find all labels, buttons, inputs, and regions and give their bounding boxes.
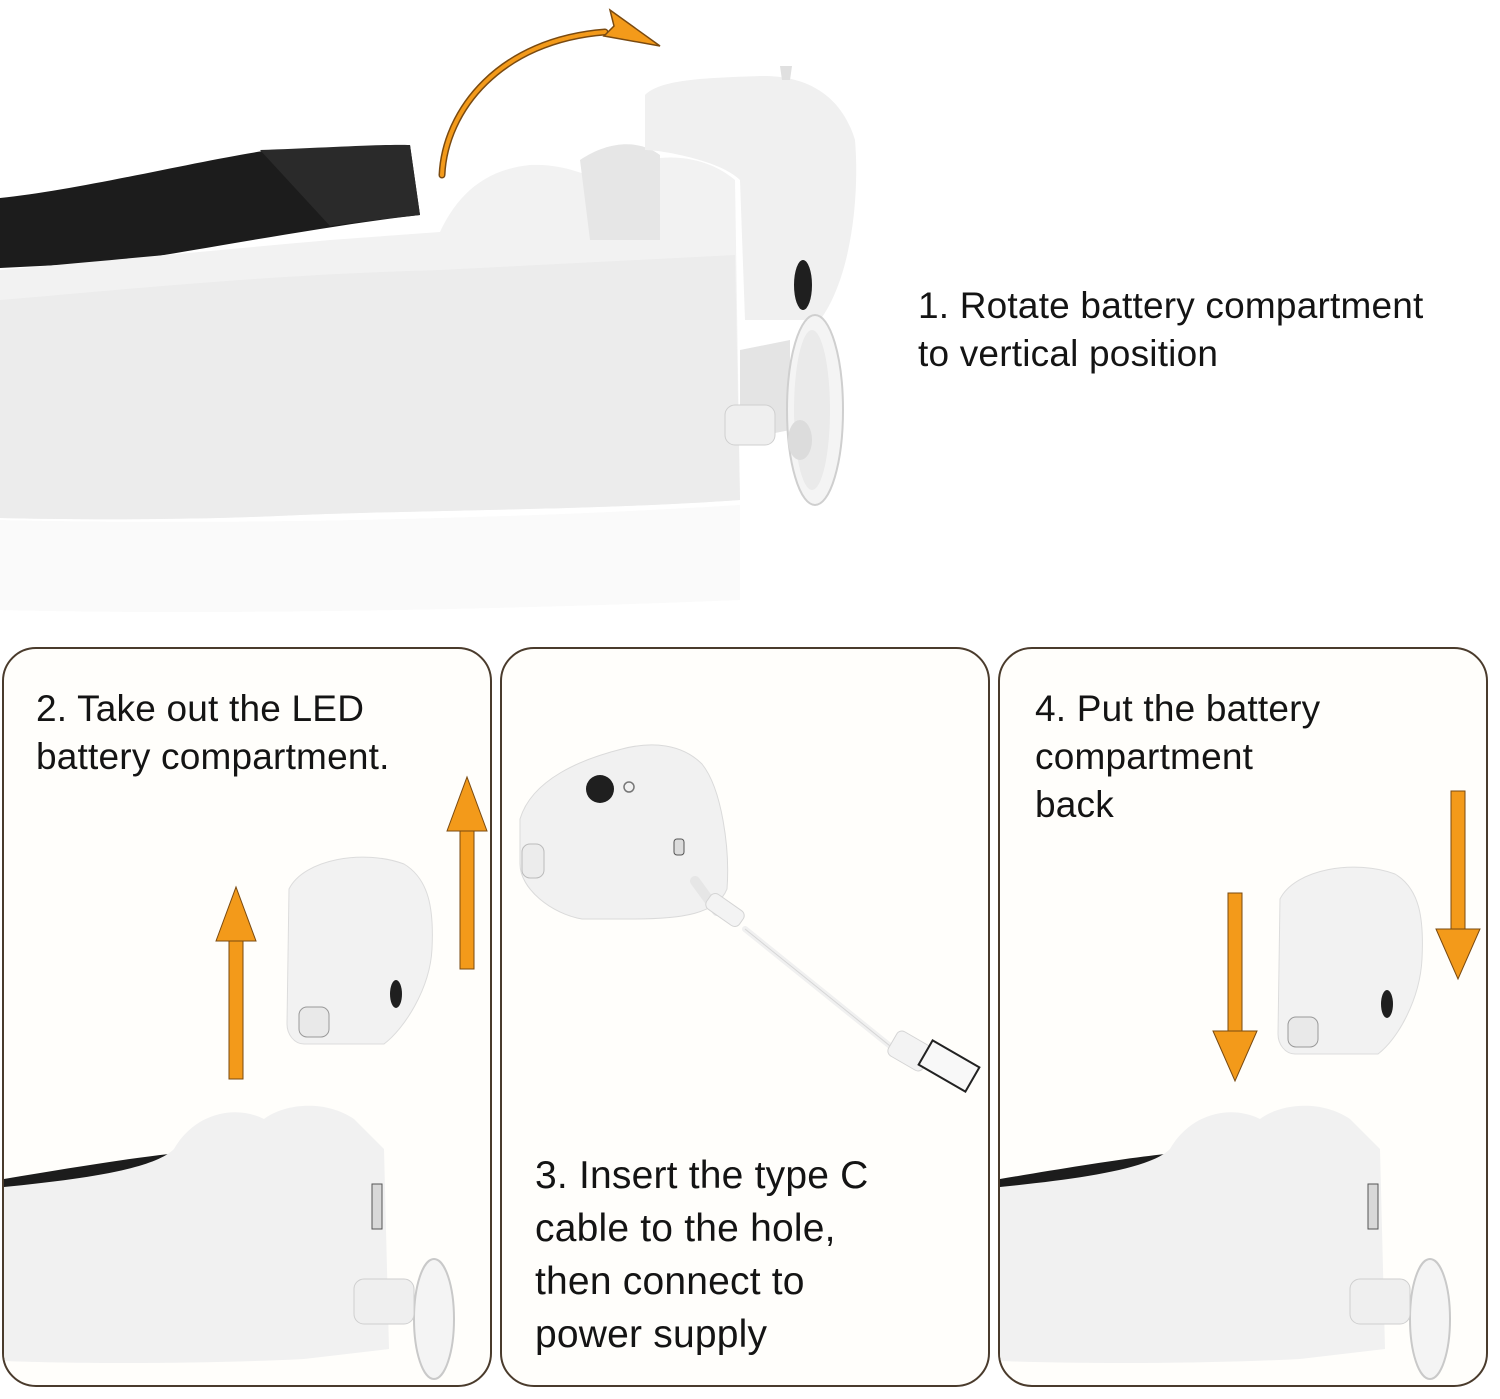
- rotate-arrow-icon: [440, 30, 607, 177]
- step-4-text: 4. Put the battery compartment back: [1035, 688, 1321, 825]
- step-2-panel: 2. Take out the LED battery compartment.: [2, 647, 492, 1387]
- step-3-panel: 3. Insert the type C cable to the hole, …: [500, 647, 990, 1387]
- arrow-up-icon-2: [446, 775, 488, 970]
- arrow-down-icon: [1212, 892, 1258, 1083]
- step-1-illustration: [0, 0, 880, 620]
- usb-c-cable-icon: [690, 876, 981, 1093]
- arrow-down-icon-2: [1435, 790, 1481, 981]
- step-4-panel: 4. Put the battery compartment back: [998, 647, 1488, 1387]
- headband-magnifier-image: [0, 8, 857, 612]
- step-1-text: 1. Rotate battery compartment to vertica…: [918, 285, 1424, 374]
- step-2-text: 2. Take out the LED battery compartment.: [36, 688, 390, 777]
- step-3-illustration: [519, 744, 981, 1093]
- arrow-up-icon: [215, 885, 257, 1080]
- step-3-text: 3. Insert the type C cable to the hole, …: [535, 1154, 869, 1356]
- step-2-illustration: [4, 775, 488, 1380]
- step-4-illustration: [1000, 790, 1481, 1380]
